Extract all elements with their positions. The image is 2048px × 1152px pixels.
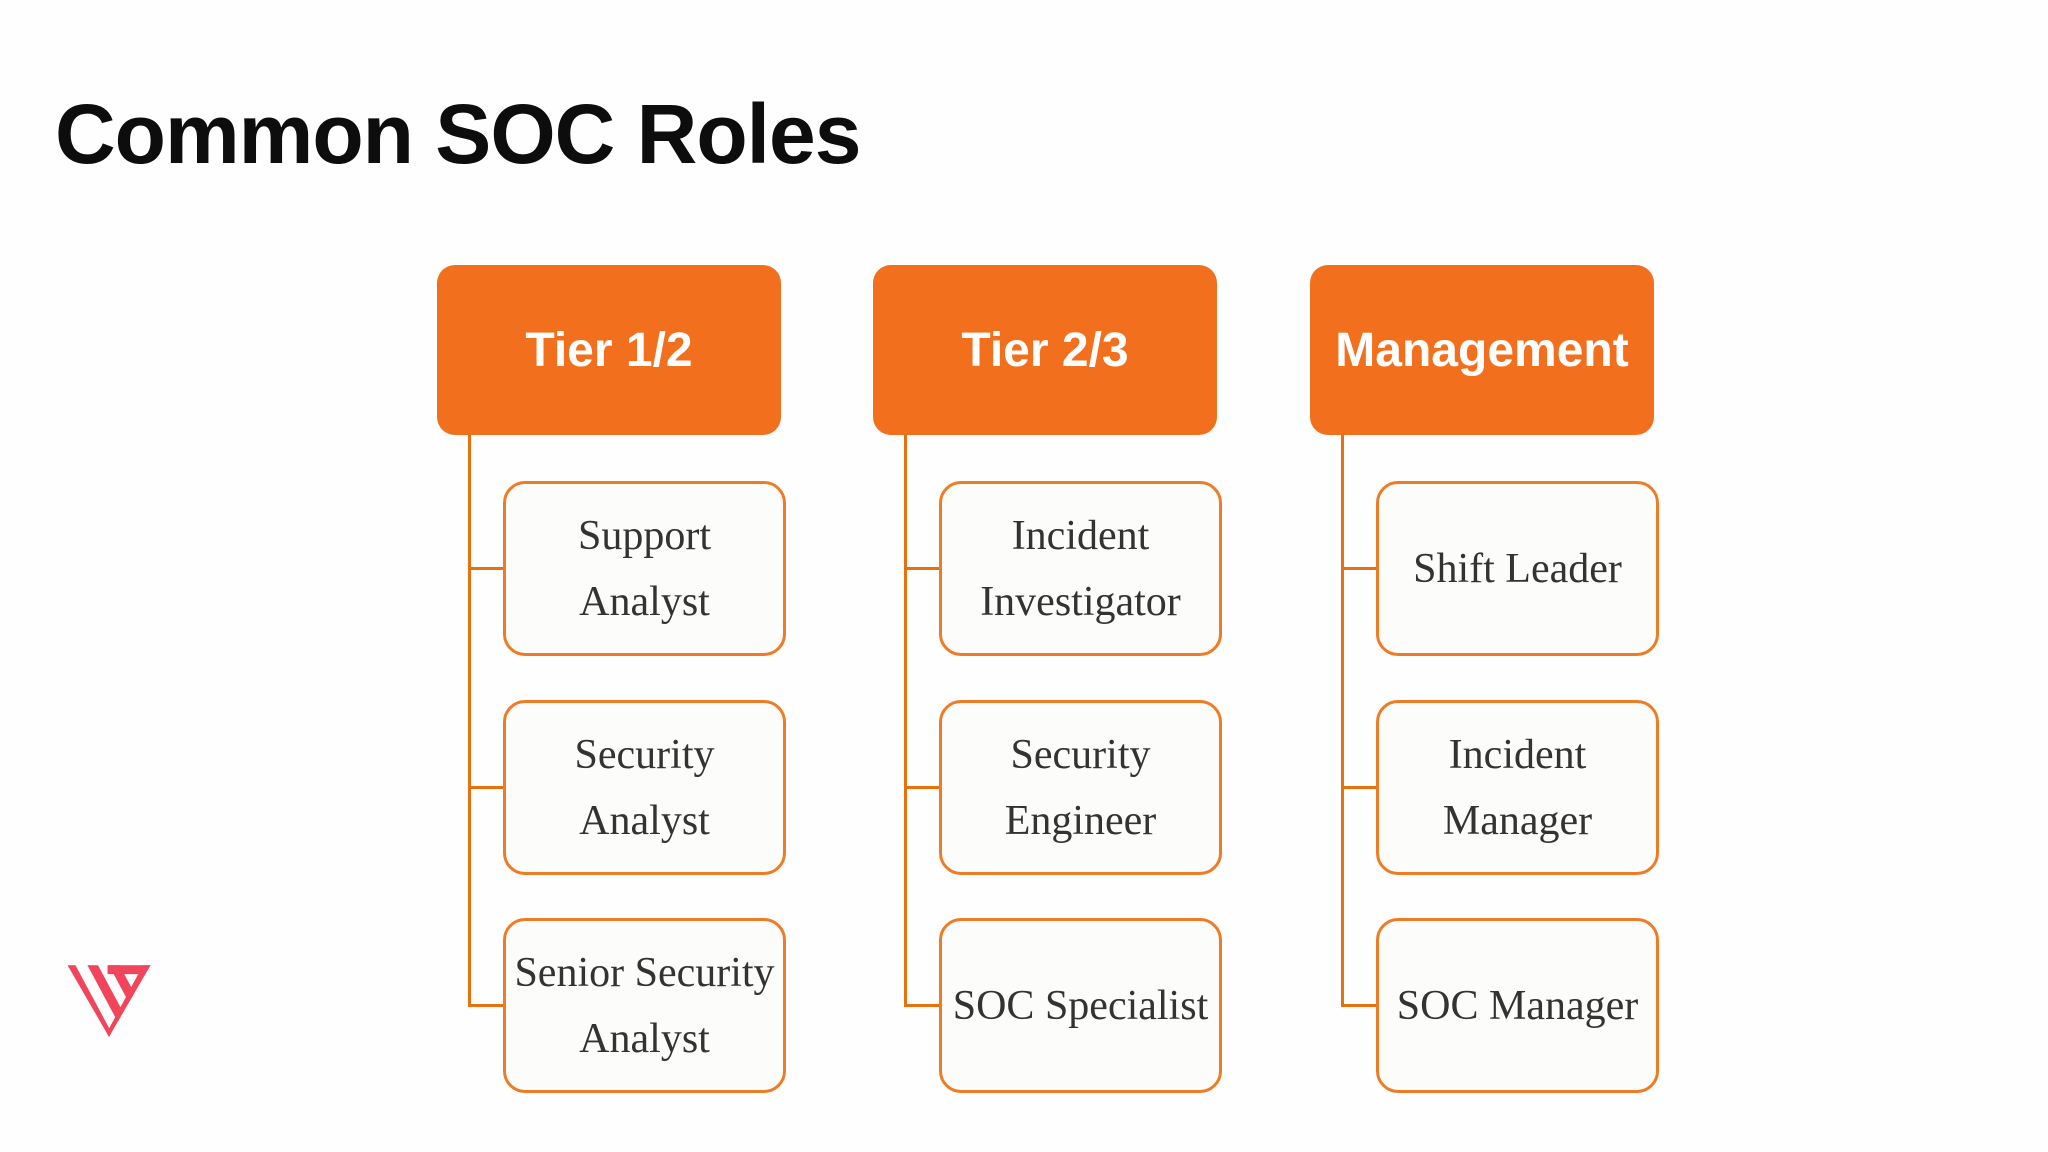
- role-label-line: Analyst: [579, 1015, 710, 1062]
- role-label-line: Senior Security: [514, 949, 775, 996]
- role-label-line: Engineer: [1004, 797, 1157, 844]
- column-header-tier-2-3: Tier 2/3: [873, 265, 1217, 435]
- column-header-label: Tier 1/2: [525, 323, 693, 377]
- connector-horizontal-line: [904, 567, 942, 570]
- role-box-shift-leader: Shift Leader: [1376, 481, 1659, 656]
- connector-horizontal-line: [1341, 567, 1379, 570]
- connector-horizontal-line: [904, 1004, 942, 1007]
- role-label-line: Manager: [1442, 797, 1593, 844]
- role-box-soc-manager: SOC Manager: [1376, 918, 1659, 1093]
- column-header-management: Management: [1310, 265, 1654, 435]
- page-title: Common SOC Roles: [55, 87, 861, 181]
- connector-vertical-line: [904, 435, 907, 1007]
- role-label-line: Incident: [1448, 731, 1587, 778]
- column-header-tier-1-2: Tier 1/2: [437, 265, 781, 435]
- role-label-line: SOC Manager: [1396, 982, 1639, 1029]
- connector-horizontal-line: [1341, 786, 1379, 789]
- connector-vertical-line: [1341, 435, 1344, 1007]
- role-label-line: Support: [577, 512, 711, 559]
- role-label-line: Incident: [1011, 512, 1150, 559]
- column-header-label: Management: [1335, 323, 1629, 377]
- connector-horizontal-line: [468, 1004, 506, 1007]
- role-label-line: Security: [1010, 731, 1151, 778]
- connector-vertical-line: [468, 435, 471, 1007]
- connector-horizontal-line: [1341, 1004, 1379, 1007]
- connector-horizontal-line: [904, 786, 942, 789]
- connector-horizontal-line: [468, 786, 506, 789]
- striped-triangle-logo-icon: [67, 965, 151, 1037]
- role-label-line: Investigator: [980, 578, 1181, 625]
- connector-horizontal-line: [468, 567, 506, 570]
- role-label-line: Analyst: [579, 797, 710, 844]
- role-label-line: Security: [574, 731, 715, 778]
- role-label-line: SOC Specialist: [952, 982, 1209, 1029]
- column-header-label: Tier 2/3: [961, 323, 1129, 377]
- role-label-line: Analyst: [579, 578, 710, 625]
- role-box-soc-specialist: SOC Specialist: [939, 918, 1222, 1093]
- role-label-line: Shift Leader: [1413, 545, 1622, 592]
